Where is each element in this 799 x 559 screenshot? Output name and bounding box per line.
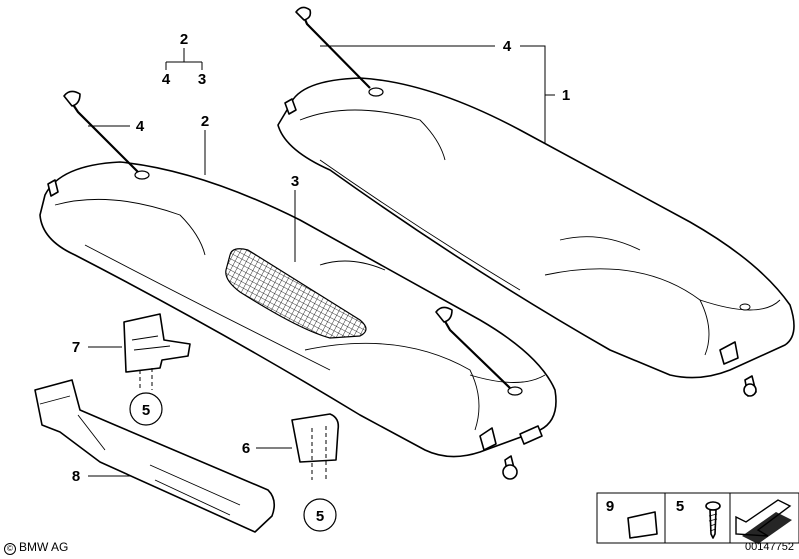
- label-bracket-screw: 5: [142, 402, 150, 419]
- leader-lines: [88, 45, 555, 477]
- trim-cap: [291, 413, 340, 480]
- label-seat-left: 2: [201, 113, 209, 130]
- label-cap: 6: [242, 440, 250, 457]
- label-cable-left: 4: [136, 118, 145, 135]
- release-cable-left: [63, 90, 150, 180]
- copyright-text: BMW AG: [19, 540, 69, 554]
- tool-bag: [34, 379, 276, 533]
- copyright: ©BMW AG: [4, 540, 68, 555]
- release-cable-front: [435, 306, 523, 396]
- label-seat-right: 1: [562, 87, 570, 104]
- bracket: [123, 313, 191, 390]
- label-bracket: 7: [72, 339, 80, 356]
- release-cable-right: [295, 6, 384, 97]
- copyright-icon: ©: [4, 543, 16, 555]
- legend-sheet-number: 9: [606, 498, 614, 515]
- label-cap-screw: 5: [316, 508, 324, 525]
- label-cable-right: 4: [503, 38, 512, 55]
- document-id: 00147752: [745, 541, 794, 553]
- arrow-icon: [735, 499, 792, 544]
- screw-callout-cap: 5: [303, 498, 337, 532]
- seat-cushion-left: [39, 161, 557, 480]
- label-tree-root: 2: [180, 31, 188, 48]
- label-tree-right: 3: [198, 71, 206, 88]
- label-mesh: 3: [291, 173, 299, 190]
- legend-screw-number: 5: [676, 498, 684, 515]
- label-tree-left: 4: [162, 71, 171, 88]
- screw-icon: [705, 501, 721, 539]
- sheet-icon: [627, 511, 658, 539]
- label-tool-bag: 8: [72, 468, 80, 485]
- seat-cushion-right: [277, 77, 795, 397]
- legend-box: 9 5: [596, 492, 799, 544]
- screw-callout-bracket: 5: [129, 392, 163, 426]
